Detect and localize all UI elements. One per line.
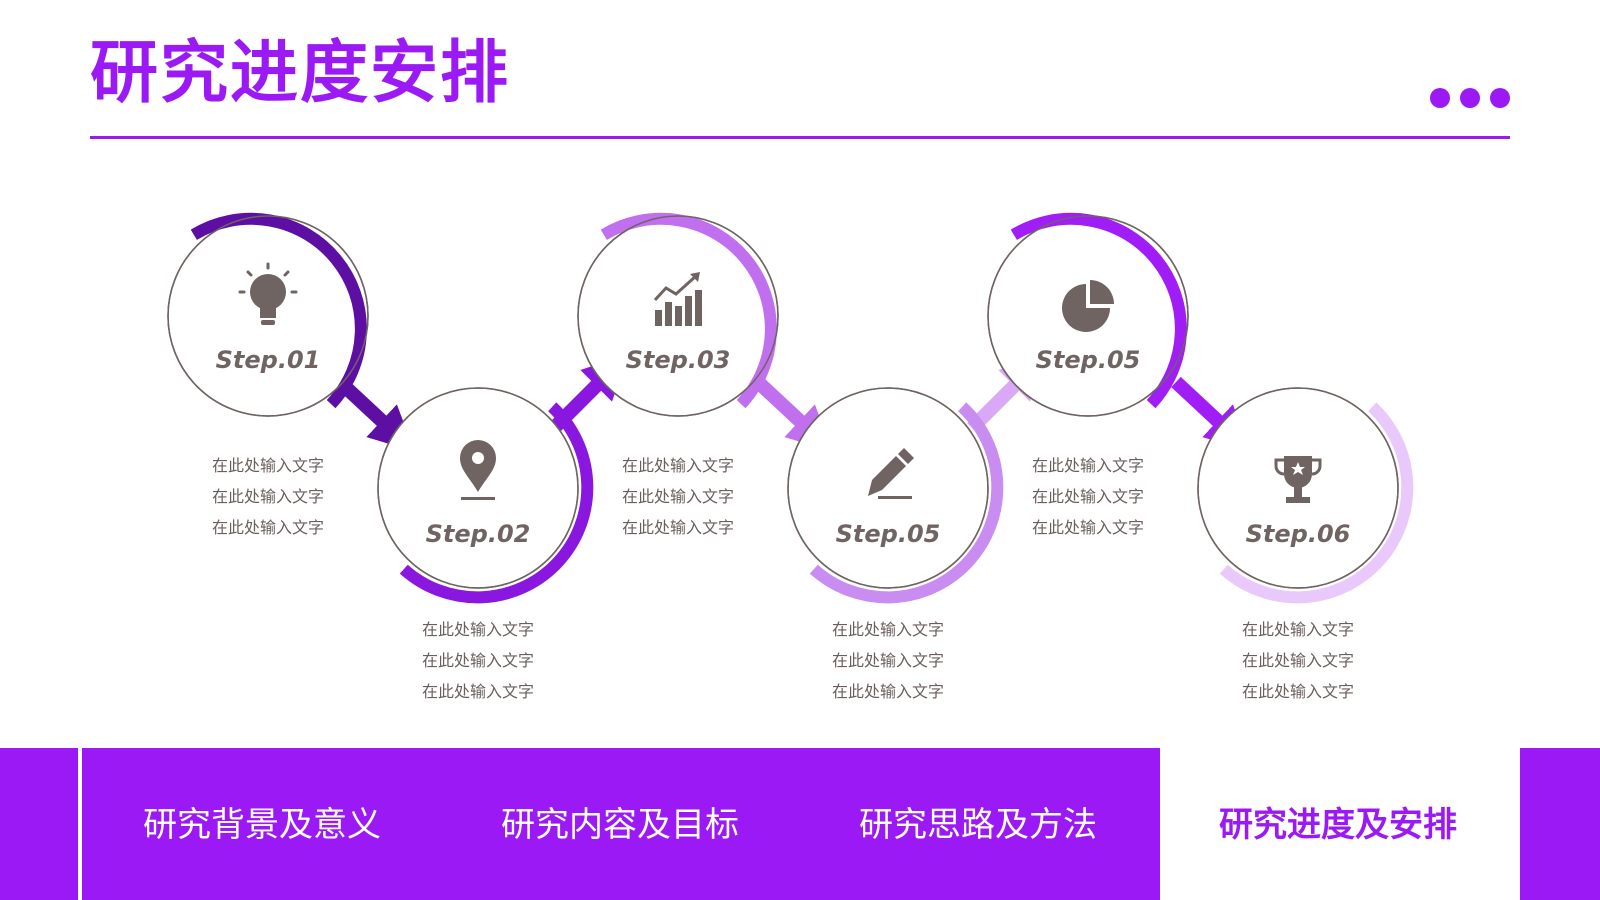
step-3-label: Step.03 (625, 346, 731, 374)
nav-right-block (1520, 748, 1600, 900)
step-1-description: 在此处输入文字 在此处输入文字 在此处输入文字 (158, 450, 378, 543)
description-line: 在此处输入文字 (211, 518, 324, 537)
pencil-icon (868, 448, 914, 499)
description-line: 在此处输入文字 (1031, 456, 1144, 475)
dot (1490, 88, 1510, 108)
title-divider (90, 136, 1510, 139)
nav-left-block (0, 748, 80, 900)
nav-item-schedule[interactable]: 研究进度及安排 (1219, 805, 1457, 845)
nav-item-method[interactable]: 研究思路及方法 (859, 805, 1097, 845)
description-line: 在此处输入文字 (211, 456, 324, 475)
step-4-label: Step.05 (835, 520, 941, 548)
description-line: 在此处输入文字 (421, 651, 534, 670)
arrow-step1-to-step2 (335, 376, 415, 452)
process-diagram (167, 212, 1414, 604)
step-2-label: Step.02 (425, 520, 531, 548)
description-line: 在此处输入文字 (1241, 682, 1354, 701)
dot (1460, 88, 1480, 108)
step-5-node (987, 212, 1189, 417)
nav-separator (78, 748, 80, 900)
step-6-description: 在此处输入文字 在此处输入文字 在此处输入文字 (1188, 614, 1408, 707)
step-2-node (377, 387, 594, 604)
description-line: 在此处输入文字 (421, 682, 534, 701)
step-6-node (1197, 387, 1414, 604)
step-3-node (577, 212, 779, 417)
nav-item-content[interactable]: 研究内容及目标 (501, 805, 739, 845)
map-pin-icon (460, 440, 496, 500)
step-6-label: Step.06 (1245, 520, 1351, 548)
step-3-description: 在此处输入文字 在此处输入文字 在此处输入文字 (568, 450, 788, 543)
more-dots-icon (1430, 88, 1510, 108)
description-line: 在此处输入文字 (421, 620, 534, 639)
description-line: 在此处输入文字 (621, 518, 734, 537)
description-line: 在此处输入文字 (621, 487, 734, 506)
arrow-step3-to-step4 (753, 376, 833, 452)
bar-chart-icon (653, 272, 702, 326)
page-title: 研究进度安排 (90, 34, 511, 113)
step-1-label: Step.01 (215, 346, 321, 374)
nav-item-background[interactable]: 研究背景及意义 (143, 805, 381, 845)
step-4-arc (809, 402, 1004, 604)
pie-chart-icon (1062, 280, 1114, 332)
step-6-arc (1219, 402, 1414, 604)
lightbulb-icon (238, 262, 298, 325)
description-line: 在此处输入文字 (1241, 651, 1354, 670)
step-1-node (167, 212, 369, 417)
description-line: 在此处输入文字 (831, 620, 944, 639)
dot (1430, 88, 1450, 108)
step-5-description: 在此处输入文字 在此处输入文字 在此处输入文字 (978, 450, 1198, 543)
description-line: 在此处输入文字 (1031, 487, 1144, 506)
nav-main-block (82, 748, 1160, 900)
description-line: 在此处输入文字 (831, 651, 944, 670)
step-2-description: 在此处输入文字 在此处输入文字 在此处输入文字 (368, 614, 588, 707)
step-4-description: 在此处输入文字 在此处输入文字 在此处输入文字 (778, 614, 998, 707)
step-2-arc (399, 402, 594, 604)
section-nav: 研究背景及意义 研究内容及目标 研究思路及方法 研究进度及安排 (0, 748, 1600, 900)
description-line: 在此处输入文字 (211, 487, 324, 506)
description-line: 在此处输入文字 (1241, 620, 1354, 639)
description-line: 在此处输入文字 (621, 456, 734, 475)
trophy-icon (1274, 456, 1322, 503)
description-line: 在此处输入文字 (1031, 518, 1144, 537)
description-line: 在此处输入文字 (831, 682, 944, 701)
step-5-label: Step.05 (1035, 346, 1141, 374)
step-4-node (787, 387, 1004, 604)
